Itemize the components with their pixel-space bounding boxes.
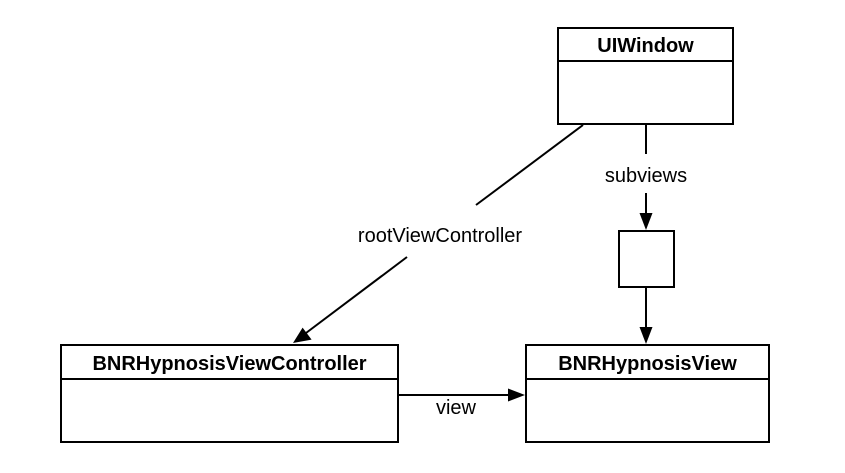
array-to-hypnosis-view-arrowhead	[639, 327, 653, 344]
hypnosis-view-box	[525, 344, 770, 443]
subviews-array-box	[618, 230, 675, 288]
view-controller-box	[60, 344, 399, 443]
root-view-controller-line-upper	[475, 124, 584, 206]
subviews-label: subviews	[605, 165, 687, 187]
root-view-controller-label: rootViewController	[358, 225, 522, 247]
root-view-controller-arrow: rootViewController	[293, 124, 584, 343]
array-to-hypnosis-view-arrow	[639, 287, 653, 344]
subviews-arrow: subviews	[605, 124, 687, 230]
view-arrowhead	[508, 388, 525, 402]
view-arrow: view	[398, 388, 525, 419]
root-view-controller-line-lower	[305, 256, 408, 334]
uiwindow-title: UIWindow	[597, 35, 694, 57]
root-view-controller-arrowhead	[293, 327, 312, 343]
hypnosis-view-title: BNRHypnosisView	[558, 353, 737, 375]
view-controller-title: BNRHypnosisViewController	[92, 353, 366, 375]
subviews-arrowhead	[639, 213, 653, 230]
hypnosis-view-class: BNRHypnosisView	[525, 344, 770, 443]
uiwindow-class: UIWindow	[557, 27, 734, 125]
uiwindow-box	[557, 27, 734, 125]
view-label: view	[436, 397, 477, 419]
view-controller-class: BNRHypnosisViewController	[60, 344, 399, 443]
